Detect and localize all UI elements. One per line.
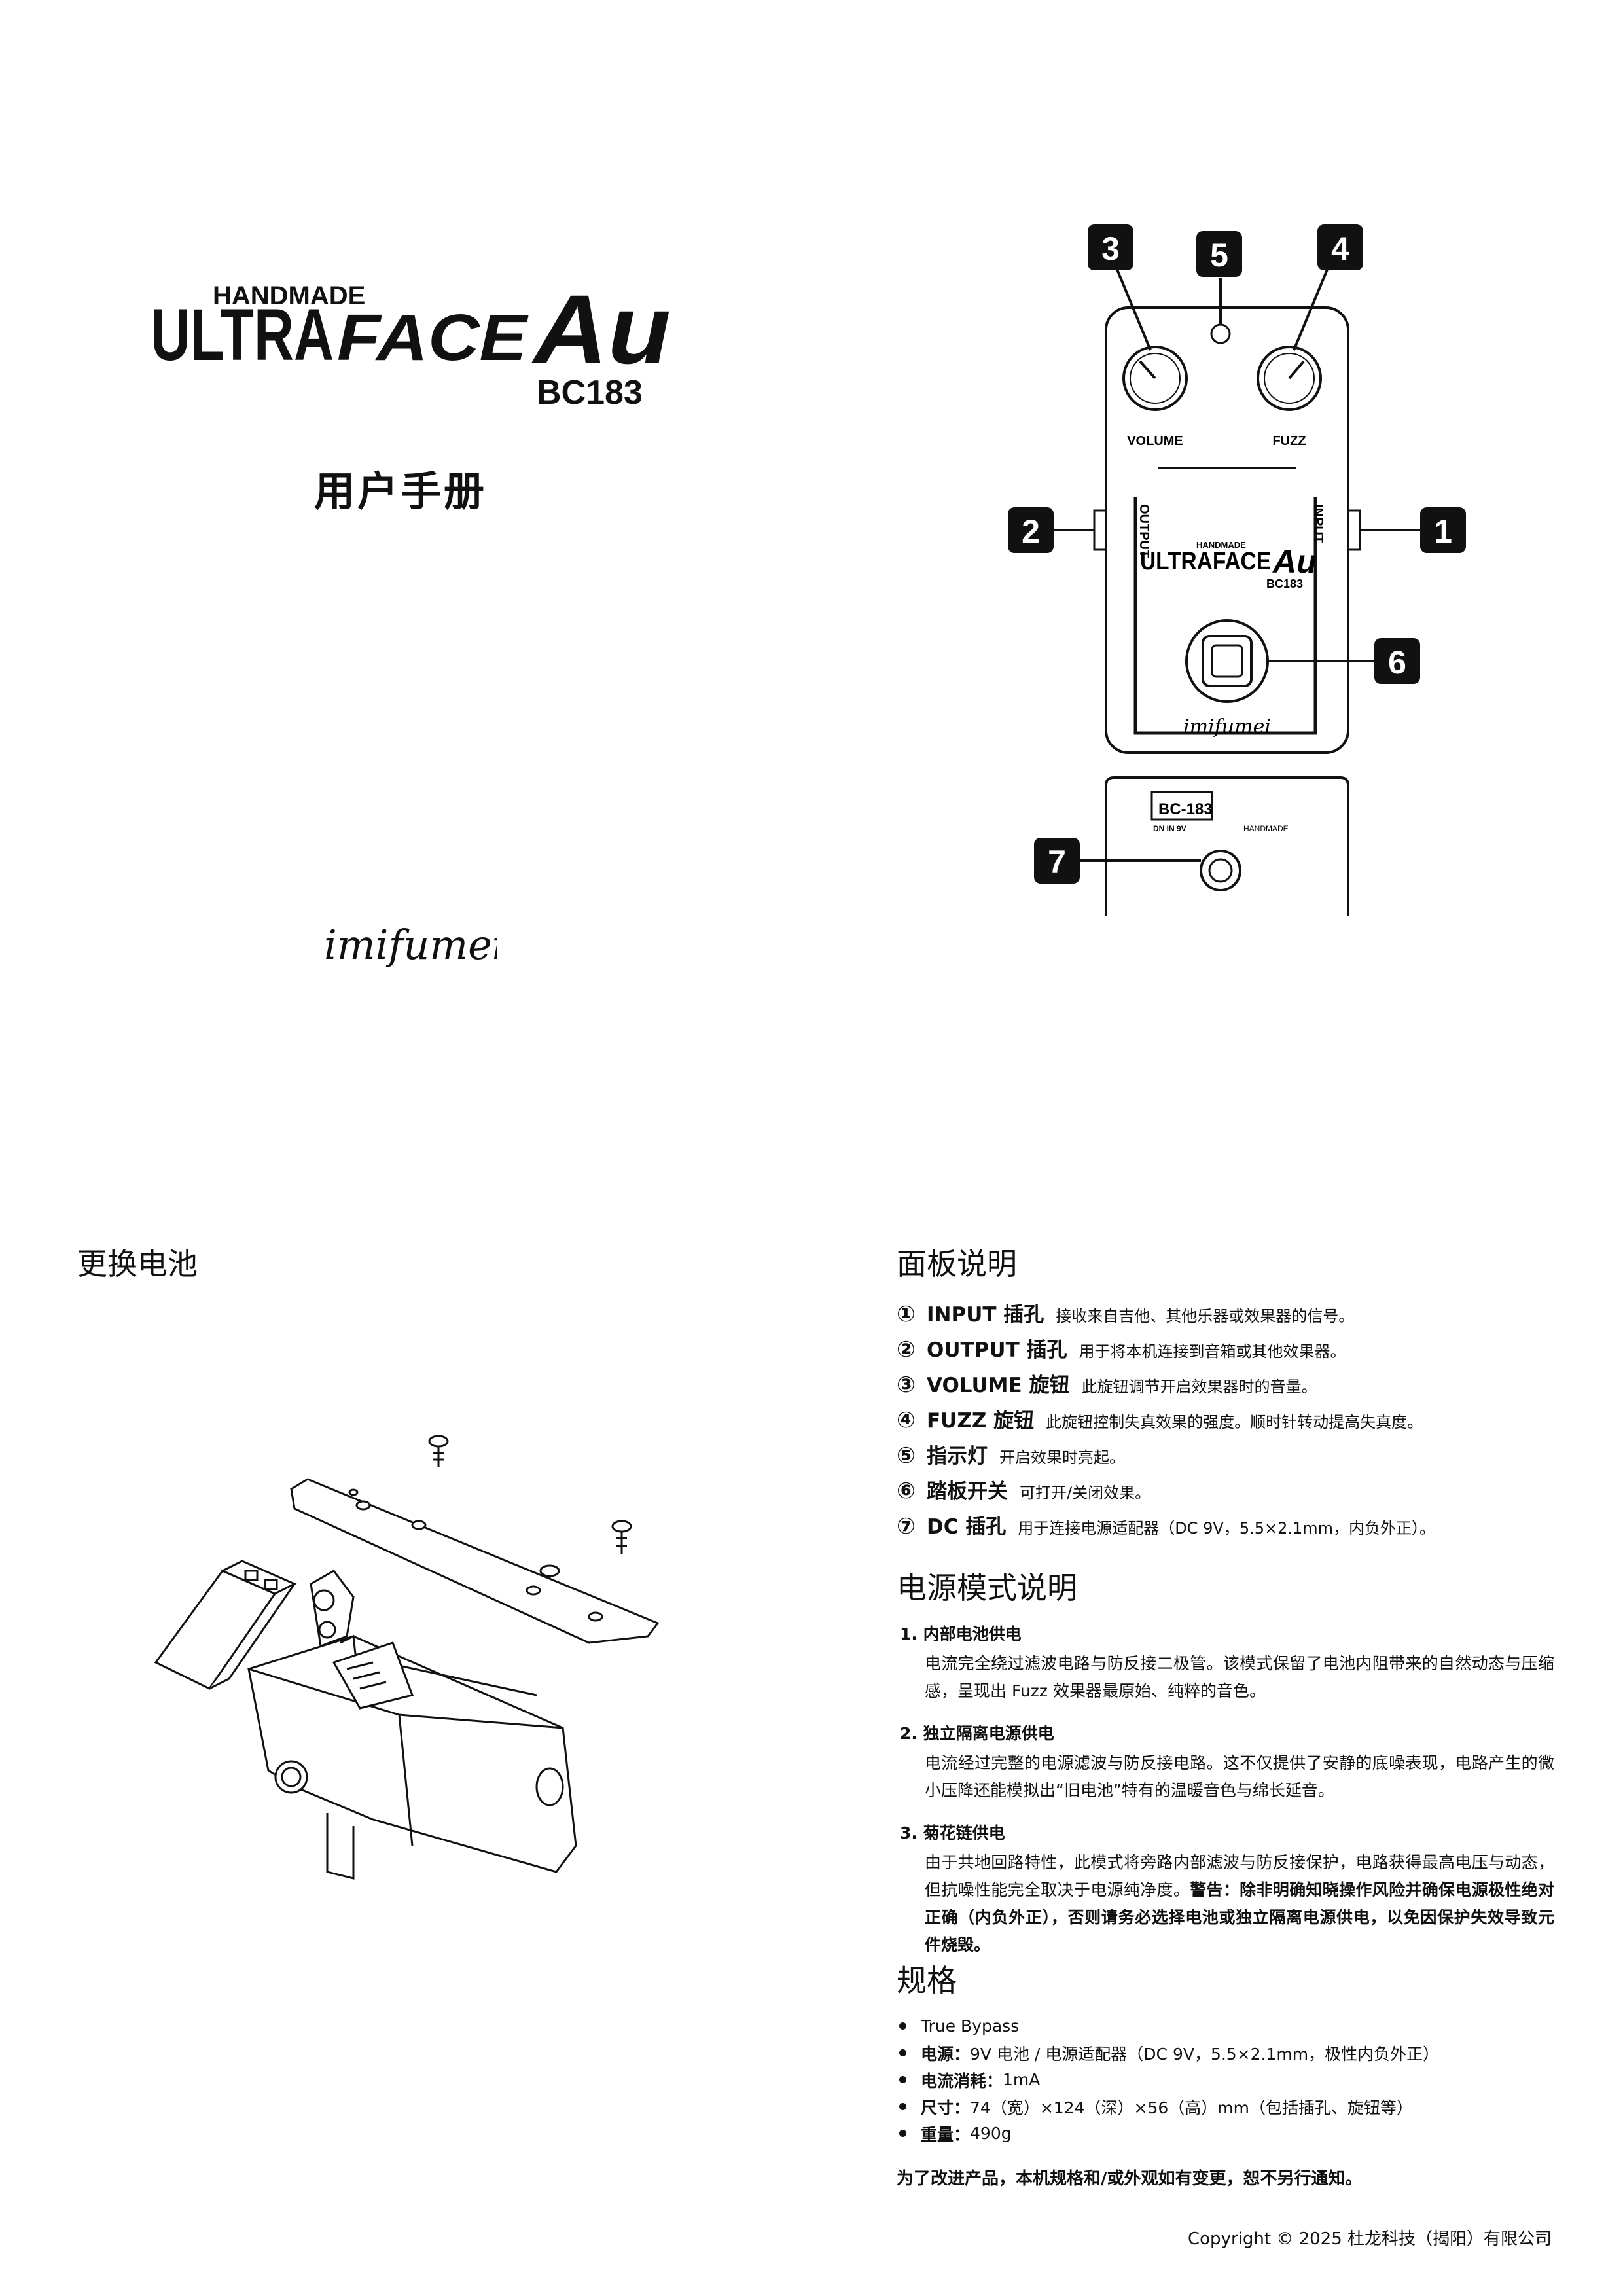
pedal-logo-handmade: HANDMADE bbox=[1196, 540, 1246, 550]
brand-text: imifumei bbox=[324, 921, 497, 969]
marker-7: 7 bbox=[1034, 838, 1080, 884]
logo-model: BC183 bbox=[537, 374, 643, 412]
pedal-logo-name: ULTRAFACE bbox=[1140, 548, 1271, 575]
power-section-title: 电源模式说明 bbox=[897, 1570, 1077, 1605]
warning-text: 警告：除非明确知晓操作风险并确保电源极性绝对正确（内负外正），否则请务必选择电池… bbox=[925, 1880, 1554, 1954]
list-item: True Bypass bbox=[897, 2013, 1551, 2039]
pedal-logo-au: Au bbox=[1272, 543, 1317, 580]
bullet-icon bbox=[899, 2130, 906, 2137]
power-mode-daisy-chain: 3. 菊花链供电 由于共地回路特性，此模式将旁路内部滤波与防反接保护，电路获得最… bbox=[900, 1823, 1554, 1954]
list-item: 电源：9V 电池 / 电源适配器（DC 9V，5.5×2.1mm，极性内负外正） bbox=[897, 2039, 1551, 2066]
rear-view bbox=[1105, 776, 1349, 916]
svg-text:1: 1 bbox=[1434, 513, 1452, 550]
panel-section-title: 面板说明 bbox=[897, 1246, 1017, 1282]
svg-text:3: 3 bbox=[1101, 230, 1120, 267]
rear-label-model: BC-183 bbox=[1158, 800, 1213, 818]
pedal-diagram: VOLUME FUZZ OUTPUT INPUT HANDMADE ULTRAF… bbox=[969, 216, 1531, 936]
base-plate bbox=[290, 1478, 660, 1644]
input-jack-label: INPUT bbox=[1311, 504, 1325, 543]
fuzz-label: FUZZ bbox=[1272, 434, 1306, 448]
marker-3: 3 bbox=[1088, 224, 1133, 270]
svg-text:7: 7 bbox=[1048, 844, 1066, 880]
power-mode-list: 1. 内部电池供电 电流完全绕过滤波电路与防反接二极管。该模式保留了电池内阻带来… bbox=[900, 1621, 1554, 1975]
list-item: 电流消耗：1mA bbox=[897, 2066, 1551, 2093]
manual-title: 用户手册 bbox=[314, 467, 488, 515]
marker-2: 2 bbox=[1008, 507, 1054, 553]
logo-au: Au bbox=[531, 274, 671, 384]
logo-face: FACE bbox=[337, 301, 529, 374]
pedal-brand: imifumei bbox=[1183, 715, 1271, 738]
product-logo: HANDMADE ULTRA FACE Au BC183 bbox=[151, 259, 674, 416]
change-notice: 为了改进产品，本机规格和/或外观如有变更，恕不另行通知。 bbox=[897, 2169, 1363, 2189]
logo-ultra: ULTRA bbox=[151, 294, 334, 376]
volume-label: VOLUME bbox=[1127, 434, 1183, 448]
led-indicator bbox=[1210, 323, 1231, 344]
dc-jack bbox=[1200, 850, 1241, 891]
pedal-logo-model: BC183 bbox=[1266, 577, 1303, 590]
output-jack-label: OUTPUT bbox=[1137, 504, 1151, 558]
bullet-icon bbox=[899, 2103, 906, 2110]
svg-text:4: 4 bbox=[1331, 230, 1349, 267]
power-mode-isolated: 2. 独立隔离电源供电 电流经过完整的电源滤波与防反接电路。这不仅提供了安静的底… bbox=[900, 1724, 1554, 1800]
rear-label-dc: DN IN 9V bbox=[1153, 824, 1186, 833]
marker-4: 4 bbox=[1317, 224, 1363, 270]
svg-text:5: 5 bbox=[1210, 237, 1228, 274]
spec-section-title: 规格 bbox=[897, 1963, 957, 1998]
marker-1: 1 bbox=[1420, 507, 1466, 553]
screw-icon bbox=[611, 1520, 632, 1554]
logo-handmade: HANDMADE bbox=[213, 281, 365, 310]
battery-section-title: 更换电池 bbox=[77, 1246, 198, 1282]
svg-text:2: 2 bbox=[1022, 513, 1040, 550]
bullet-icon bbox=[899, 2076, 906, 2083]
marker-5: 5 bbox=[1196, 231, 1242, 277]
marker-6: 6 bbox=[1374, 638, 1420, 684]
footswitch-post bbox=[326, 1813, 355, 1880]
list-item: 重量：490g bbox=[897, 2120, 1551, 2147]
spec-list: True Bypass 电源：9V 电池 / 电源适配器（DC 9V，5.5×2… bbox=[897, 2013, 1551, 2147]
rear-label-handmade: HANDMADE bbox=[1243, 824, 1289, 833]
battery-replacement-illustration bbox=[137, 1420, 661, 1905]
screw-icon bbox=[428, 1435, 449, 1467]
copyright: Copyright © 2025 杜龙科技（揭阳）有限公司 bbox=[1188, 2229, 1552, 2249]
power-mode-battery: 1. 内部电池供电 电流完全绕过滤波电路与防反接二极管。该模式保留了电池内阻带来… bbox=[900, 1624, 1554, 1700]
bullet-icon bbox=[899, 2022, 906, 2030]
brand-logo: imifumei bbox=[321, 906, 505, 992]
bullet-icon bbox=[899, 2049, 906, 2056]
svg-text:6: 6 bbox=[1388, 644, 1406, 681]
list-item: 尺寸：74（宽）×124（深）×56（高）mm（包括插孔、旋钮等） bbox=[897, 2093, 1551, 2120]
